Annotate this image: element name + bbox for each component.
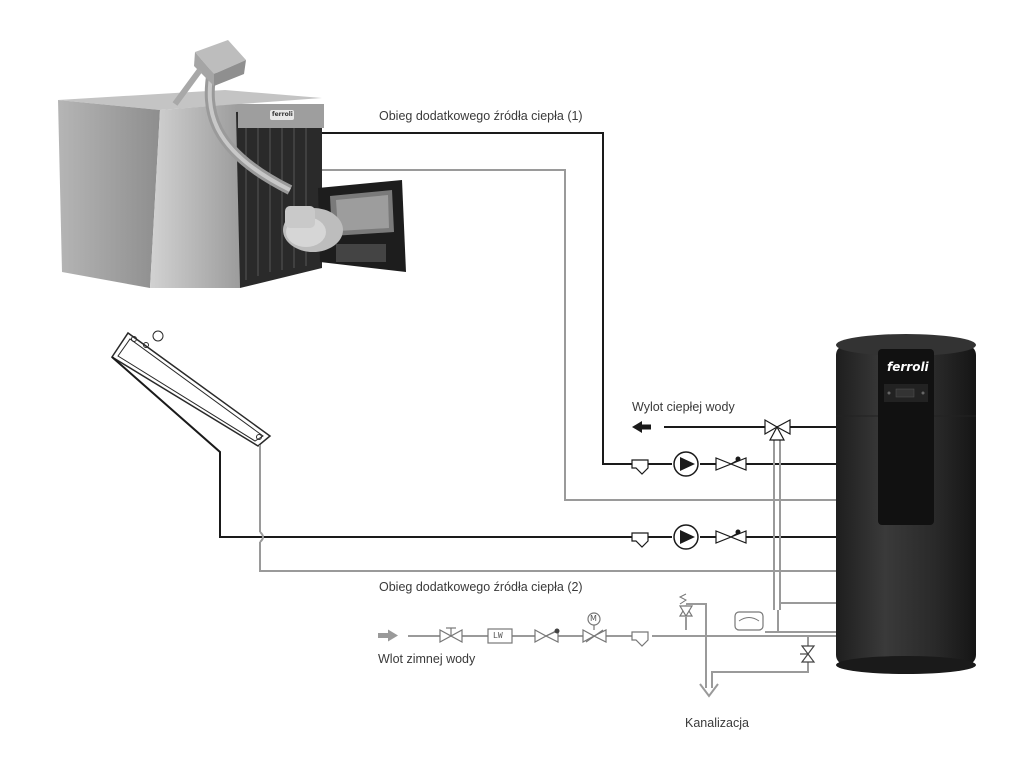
cold-water-arrow-icon: [378, 629, 398, 642]
pellet-boiler: [58, 40, 406, 288]
fittings-circuit-1: [631, 451, 747, 477]
hot-water-storage-tank: [836, 334, 976, 674]
motor-valve-symbol: M: [590, 614, 597, 623]
water-meter-symbol: LW: [493, 631, 503, 640]
hot-water-outlet-label: Wylot ciepłej wody: [632, 400, 735, 414]
fittings-solar: [631, 524, 747, 550]
pipework: [111, 132, 836, 698]
cold-water-inlet-label: Wlot zimnej wody: [378, 652, 476, 666]
thermostatic-mixing-valve: [764, 418, 791, 441]
circuit-1-label: Obieg dodatkowego źródła ciepła (1): [379, 109, 583, 123]
fittings-cold-water: [439, 593, 816, 663]
boiler-brand-badge: ferroli: [272, 111, 293, 118]
solar-collector: [110, 330, 272, 447]
drain-label: Kanalizacja: [685, 716, 749, 730]
circuit-2-label: Obieg dodatkowego źródła ciepła (2): [379, 580, 583, 594]
hot-water-arrow-icon: [632, 421, 651, 433]
tank-brand-logo: ferroli: [887, 360, 929, 374]
